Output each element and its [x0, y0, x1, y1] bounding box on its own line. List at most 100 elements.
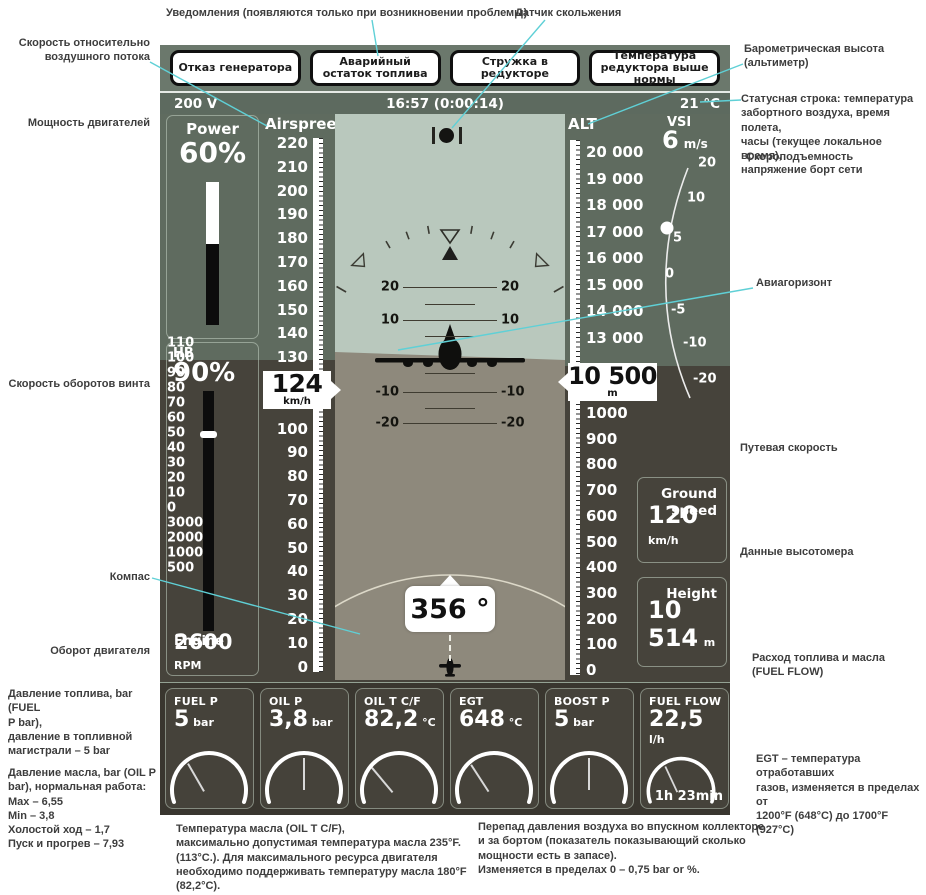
gauge-value: 22,5 [649, 707, 704, 732]
alt-pointer: 10 500 m [558, 363, 657, 401]
pitch-label: -20 [375, 415, 400, 431]
gauge-readout: 5 bar [554, 707, 594, 732]
power-bar [206, 182, 219, 325]
alt-tape-ticks [576, 140, 580, 675]
annotation-fuel-flow: Расход топлива и масла (FUEL FLOW) [752, 652, 886, 679]
gauge-label: BOOST P [554, 695, 610, 708]
gauge-dial [265, 751, 343, 804]
gauge-label: EGT [459, 695, 484, 708]
pitch-line-major [403, 320, 497, 321]
warning-button[interactable]: Отказ генератора [170, 50, 301, 86]
ground-speed-card: Ground speed 120 km/h [637, 477, 727, 563]
right-strip-ground-bg [565, 366, 730, 680]
alt-tick-label: 600 [586, 506, 618, 525]
rpm-right-tick-label: 500 [167, 560, 195, 576]
annotation-vsi: Скороподъемность [746, 151, 854, 163]
annotation-slip-sensor: Датчик скольжения [515, 7, 622, 19]
height-card: Height 10 514 m [637, 577, 727, 667]
pitch-line-major [403, 287, 497, 288]
warning-button[interactable]: Аварийный остаток топлива [309, 50, 441, 86]
vsi-arc [660, 167, 691, 399]
power-bar-empty [206, 182, 219, 244]
airspeed-tick-label: 140 [276, 324, 308, 343]
airspeed-tick-label: 90 [287, 443, 308, 462]
pitch-line-minor [425, 336, 475, 337]
airspeed-tick-label: 180 [276, 229, 308, 248]
alt-tick-label: 13 000 [586, 328, 644, 347]
annotation-engine-rpm: Оборот двигателя [50, 645, 150, 657]
alt-tick-label: 20 000 [586, 143, 644, 161]
status-bar: 200 V 16:57 (0:00:14) 21 °C [160, 91, 730, 114]
airspeed-tick-label: 190 [276, 205, 308, 224]
airspeed-unit: km/h [283, 396, 311, 407]
power-panel: Power 60% [166, 115, 259, 339]
slip-left-mark [432, 127, 435, 144]
rpm-right-tick-label: 1000 [167, 545, 204, 561]
rpm-left-tick-label: 10 [167, 485, 186, 501]
airspeed-title: Airspreed [265, 115, 348, 133]
rpm-left-tick-label: 40 [167, 440, 186, 456]
annotation-horizon: Авиагоризонт [756, 277, 833, 289]
warning-button[interactable]: Температура редуктора выше нормы [589, 49, 720, 86]
rpm-left-tick-label: 20 [167, 470, 186, 486]
annotation-altimeter: Данные высотомера [740, 546, 854, 558]
rpm-right-tick-label: 3000 [167, 515, 204, 531]
warning-button[interactable]: Стружка в редукторе [449, 50, 581, 86]
gauge-unit: bar [189, 716, 214, 729]
status-time: 16:57 (0:00:14) [386, 96, 504, 112]
ground-speed-readout: 120 km/h [648, 501, 726, 548]
gauge-value: 648 [459, 707, 505, 732]
vsi-unit: m/s [683, 137, 708, 151]
airspeed-pointer: 124 km/h [263, 369, 341, 409]
hb-label: HB [173, 346, 194, 361]
alt-tick-label: 18 000 [586, 196, 644, 214]
alt-tick-label: 0 [586, 661, 597, 679]
airspeed-tick-label: 210 [276, 157, 308, 176]
gauge-dial [170, 751, 248, 804]
annotation-status-line: Статусная строка: температура забортного… [741, 93, 914, 177]
pitch-label: 10 [380, 312, 399, 328]
heading-track-line [449, 635, 451, 661]
gauge-readout: 5 bar [174, 707, 214, 732]
airspeed-tick-label: 150 [276, 300, 308, 319]
slip-right-mark [459, 127, 462, 144]
airspeed-tick-label: 170 [276, 253, 308, 271]
airspeed-value: 124 [271, 369, 323, 398]
alt-tick-label: 500 [586, 532, 618, 551]
pitch-label: -10 [375, 384, 400, 400]
airspeed-pointer-arrow [331, 381, 341, 399]
annotation-compass: Компас [109, 571, 150, 583]
alt-tape-bar [570, 140, 580, 675]
gauge-label: OIL T C/F [364, 695, 422, 708]
pitch-line-minor [425, 408, 475, 409]
engine-rpm-unit: RPM [174, 659, 202, 672]
pitch-label: 20 [380, 279, 399, 295]
rpm-left-tick-label: 90 [167, 365, 186, 381]
pitch-line-major [403, 423, 497, 424]
annotation-fuel-pressure: Давление топлива, bar (FUEL P bar), давл… [8, 688, 133, 758]
airspeed-tick-label: 10 [287, 633, 308, 652]
rpm-left-tick-label: 110 [167, 335, 195, 351]
airspeed-tick-label: 20 [287, 610, 308, 628]
alt-tick-label: 19 000 [586, 169, 644, 188]
annotation-notifications: Уведомления (появляются только при возни… [166, 7, 528, 19]
gauge-unit: °C [504, 716, 523, 729]
hb-value: 90% [173, 358, 236, 388]
gauge-value: 5 [554, 707, 570, 732]
alt-tick-label: 300 [586, 583, 618, 602]
airspeed-tick-label: 80 [287, 467, 308, 486]
pitch-label: -10 [501, 384, 525, 400]
gauge-dial [455, 751, 533, 804]
annotation-ground-speed: Путевая скорость [740, 442, 838, 454]
alt-tick-label: 200 [586, 609, 618, 628]
gauge-label: OIL P [269, 695, 303, 708]
annotation-airflow-speed: Скорость относительно воздушного потока [18, 37, 150, 64]
gauge-value: 82,2 [364, 707, 419, 732]
